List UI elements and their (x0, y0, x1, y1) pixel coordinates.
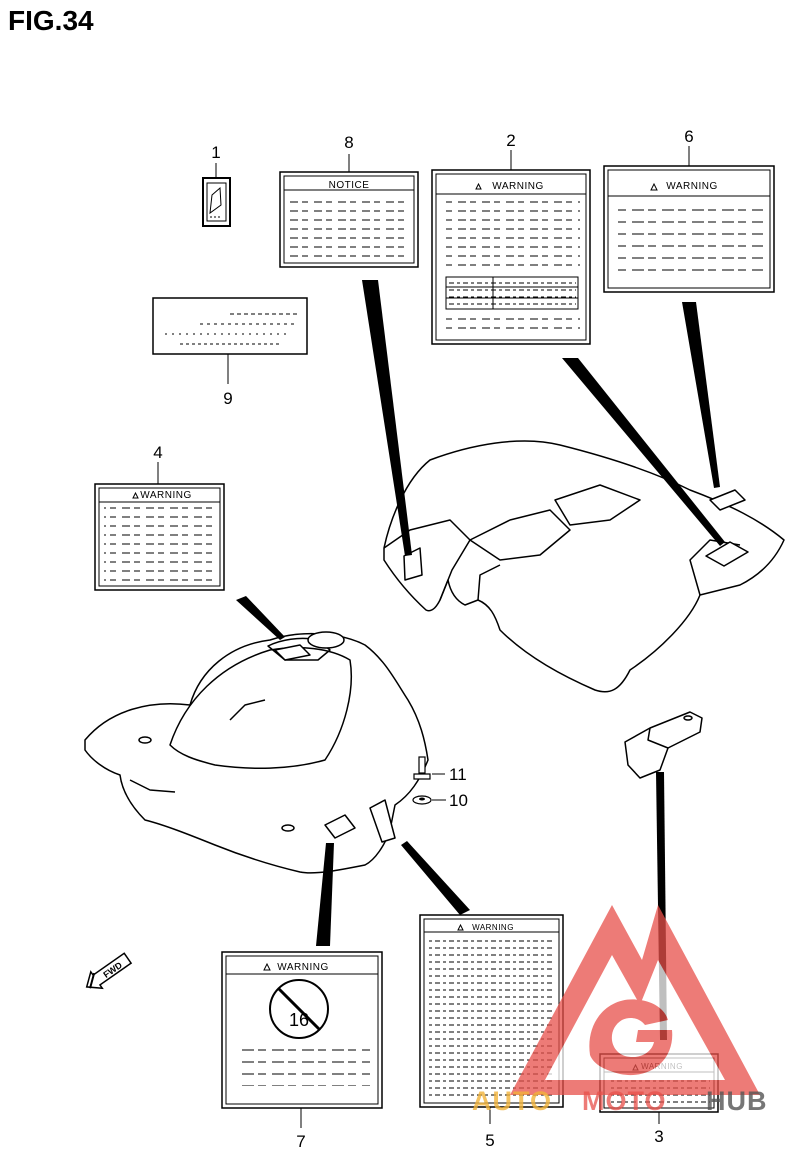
watermark-text-2: MOTO (582, 1086, 667, 1116)
callout-1: 1 (211, 143, 220, 162)
part-11-screw (413, 756, 445, 780)
figure-title: FIG.34 (8, 5, 94, 36)
callout-5: 5 (485, 1131, 494, 1150)
callout-3: 3 (654, 1127, 663, 1146)
part-7-warning-label (221, 951, 383, 1128)
warning-heading-5: WARNING (472, 923, 514, 932)
watermark-text-3: HUB (706, 1086, 768, 1116)
part-5-warning-label (419, 914, 564, 1124)
fwd-arrow-icon: FWD (85, 952, 133, 990)
warning-heading-6: WARNING (666, 181, 717, 192)
watermark-text-1: AUTO (472, 1086, 552, 1116)
callout-4: 4 (153, 443, 162, 462)
callout-2: 2 (506, 131, 515, 150)
warning-heading-2: WARNING (492, 181, 543, 192)
warning-heading-7: WARNING (277, 962, 328, 973)
front-fender (84, 631, 429, 874)
callout-11: 11 (449, 765, 467, 784)
rear-fender (383, 440, 785, 693)
mounting-bracket (624, 711, 703, 779)
callout-7: 7 (296, 1132, 305, 1151)
part-2-warning-label (431, 150, 591, 345)
age-symbol-number: 16 (289, 1010, 309, 1030)
part-4-warning-label (94, 462, 225, 591)
part-9-decal (152, 297, 308, 384)
pointer-wedges (236, 280, 725, 1040)
callout-6: 6 (684, 127, 693, 146)
part-10-washer (412, 795, 446, 805)
part-8-notice-label (279, 154, 419, 268)
notice-heading: NOTICE (329, 180, 370, 191)
part-6-warning-label (603, 146, 775, 293)
warning-heading-4: WARNING (140, 490, 191, 501)
part-1-label (202, 163, 231, 227)
callout-9: 9 (223, 389, 232, 408)
callout-8: 8 (344, 133, 353, 152)
watermark-logo (510, 905, 760, 1095)
callout-10: 10 (449, 791, 468, 810)
